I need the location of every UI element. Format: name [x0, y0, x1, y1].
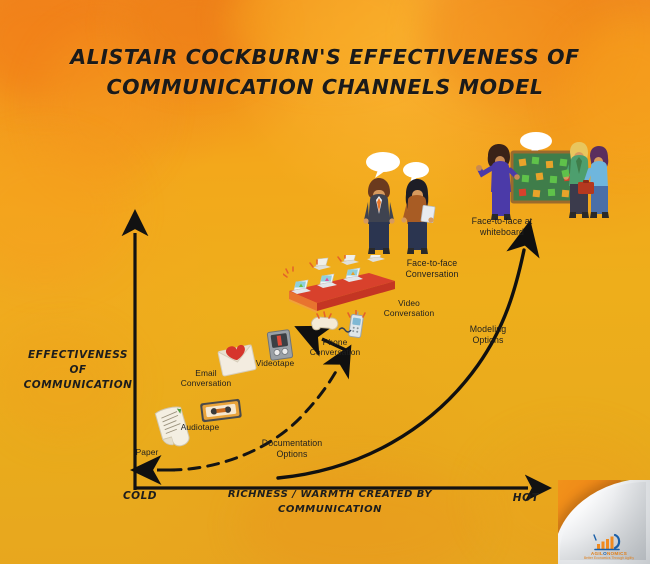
- speech-bubble-icon: [366, 152, 429, 183]
- channel-label-phone: Phone Conversation: [309, 337, 361, 358]
- x-axis-label: RICHNESS / WARMTH CREATED BY COMMUNICATI…: [227, 489, 433, 515]
- page-curl-corner: AGILONOMICS Better Economics Through Agi…: [558, 480, 650, 564]
- brand-logo-name-part2: O: [603, 551, 607, 556]
- audiotape-illustration: [200, 398, 242, 423]
- brand-logo[interactable]: AGILONOMICS Better Economics Through Agi…: [574, 526, 644, 560]
- channel-label-video-conversation: Video Conversation: [383, 298, 435, 319]
- whiteboard-illustration: [476, 132, 609, 220]
- modeling-options-curve: [276, 220, 540, 480]
- channel-label-videotape: Videotape: [255, 358, 295, 368]
- page-title: ALISTAIR COCKBURN'S EFFECTIVENESS OF COM…: [0, 42, 650, 102]
- email-illustration: [217, 344, 257, 377]
- annotation-modeling-options: Modeling Options: [469, 324, 507, 345]
- x-axis-min-label: COLD: [122, 490, 158, 502]
- page-title-line-2: COMMUNICATION CHANNELS MODEL: [106, 75, 544, 99]
- videotape-illustration: [266, 329, 294, 361]
- brand-logo-tagline: Better Economics Through Agility: [583, 556, 635, 560]
- x-axis-max-label: HOT: [512, 492, 540, 504]
- channel-label-whiteboard: Face-to-face at whiteboard: [471, 216, 533, 237]
- channel-label-audiotape: Audiotape: [180, 422, 220, 432]
- channel-label-email: Email Conversation: [180, 368, 232, 389]
- brand-logo-name: AGILONOMICS: [591, 551, 627, 556]
- agilenomics-mark-icon: [593, 533, 621, 551]
- paper-illustration: [154, 406, 190, 447]
- face-to-face-illustration: [363, 152, 436, 254]
- brand-logo-name-part1: AGIL: [590, 551, 604, 556]
- brand-logo-name-part3: NOMICS: [606, 551, 628, 556]
- y-axis-label: EFFECTIVENESS OF COMMUNICATION: [23, 349, 133, 391]
- video-conversation-illustration: [283, 255, 395, 313]
- channel-label-face-to-face: Face-to-face Conversation: [405, 258, 459, 279]
- page-title-line-1: ALISTAIR COCKBURN'S EFFECTIVENESS OF: [70, 45, 580, 69]
- annotation-documentation-options: Documentation Options: [261, 438, 323, 459]
- channel-label-paper: Paper: [135, 447, 159, 457]
- phone-illustration: [311, 310, 366, 338]
- modeling-options-arrow-left: [294, 325, 351, 357]
